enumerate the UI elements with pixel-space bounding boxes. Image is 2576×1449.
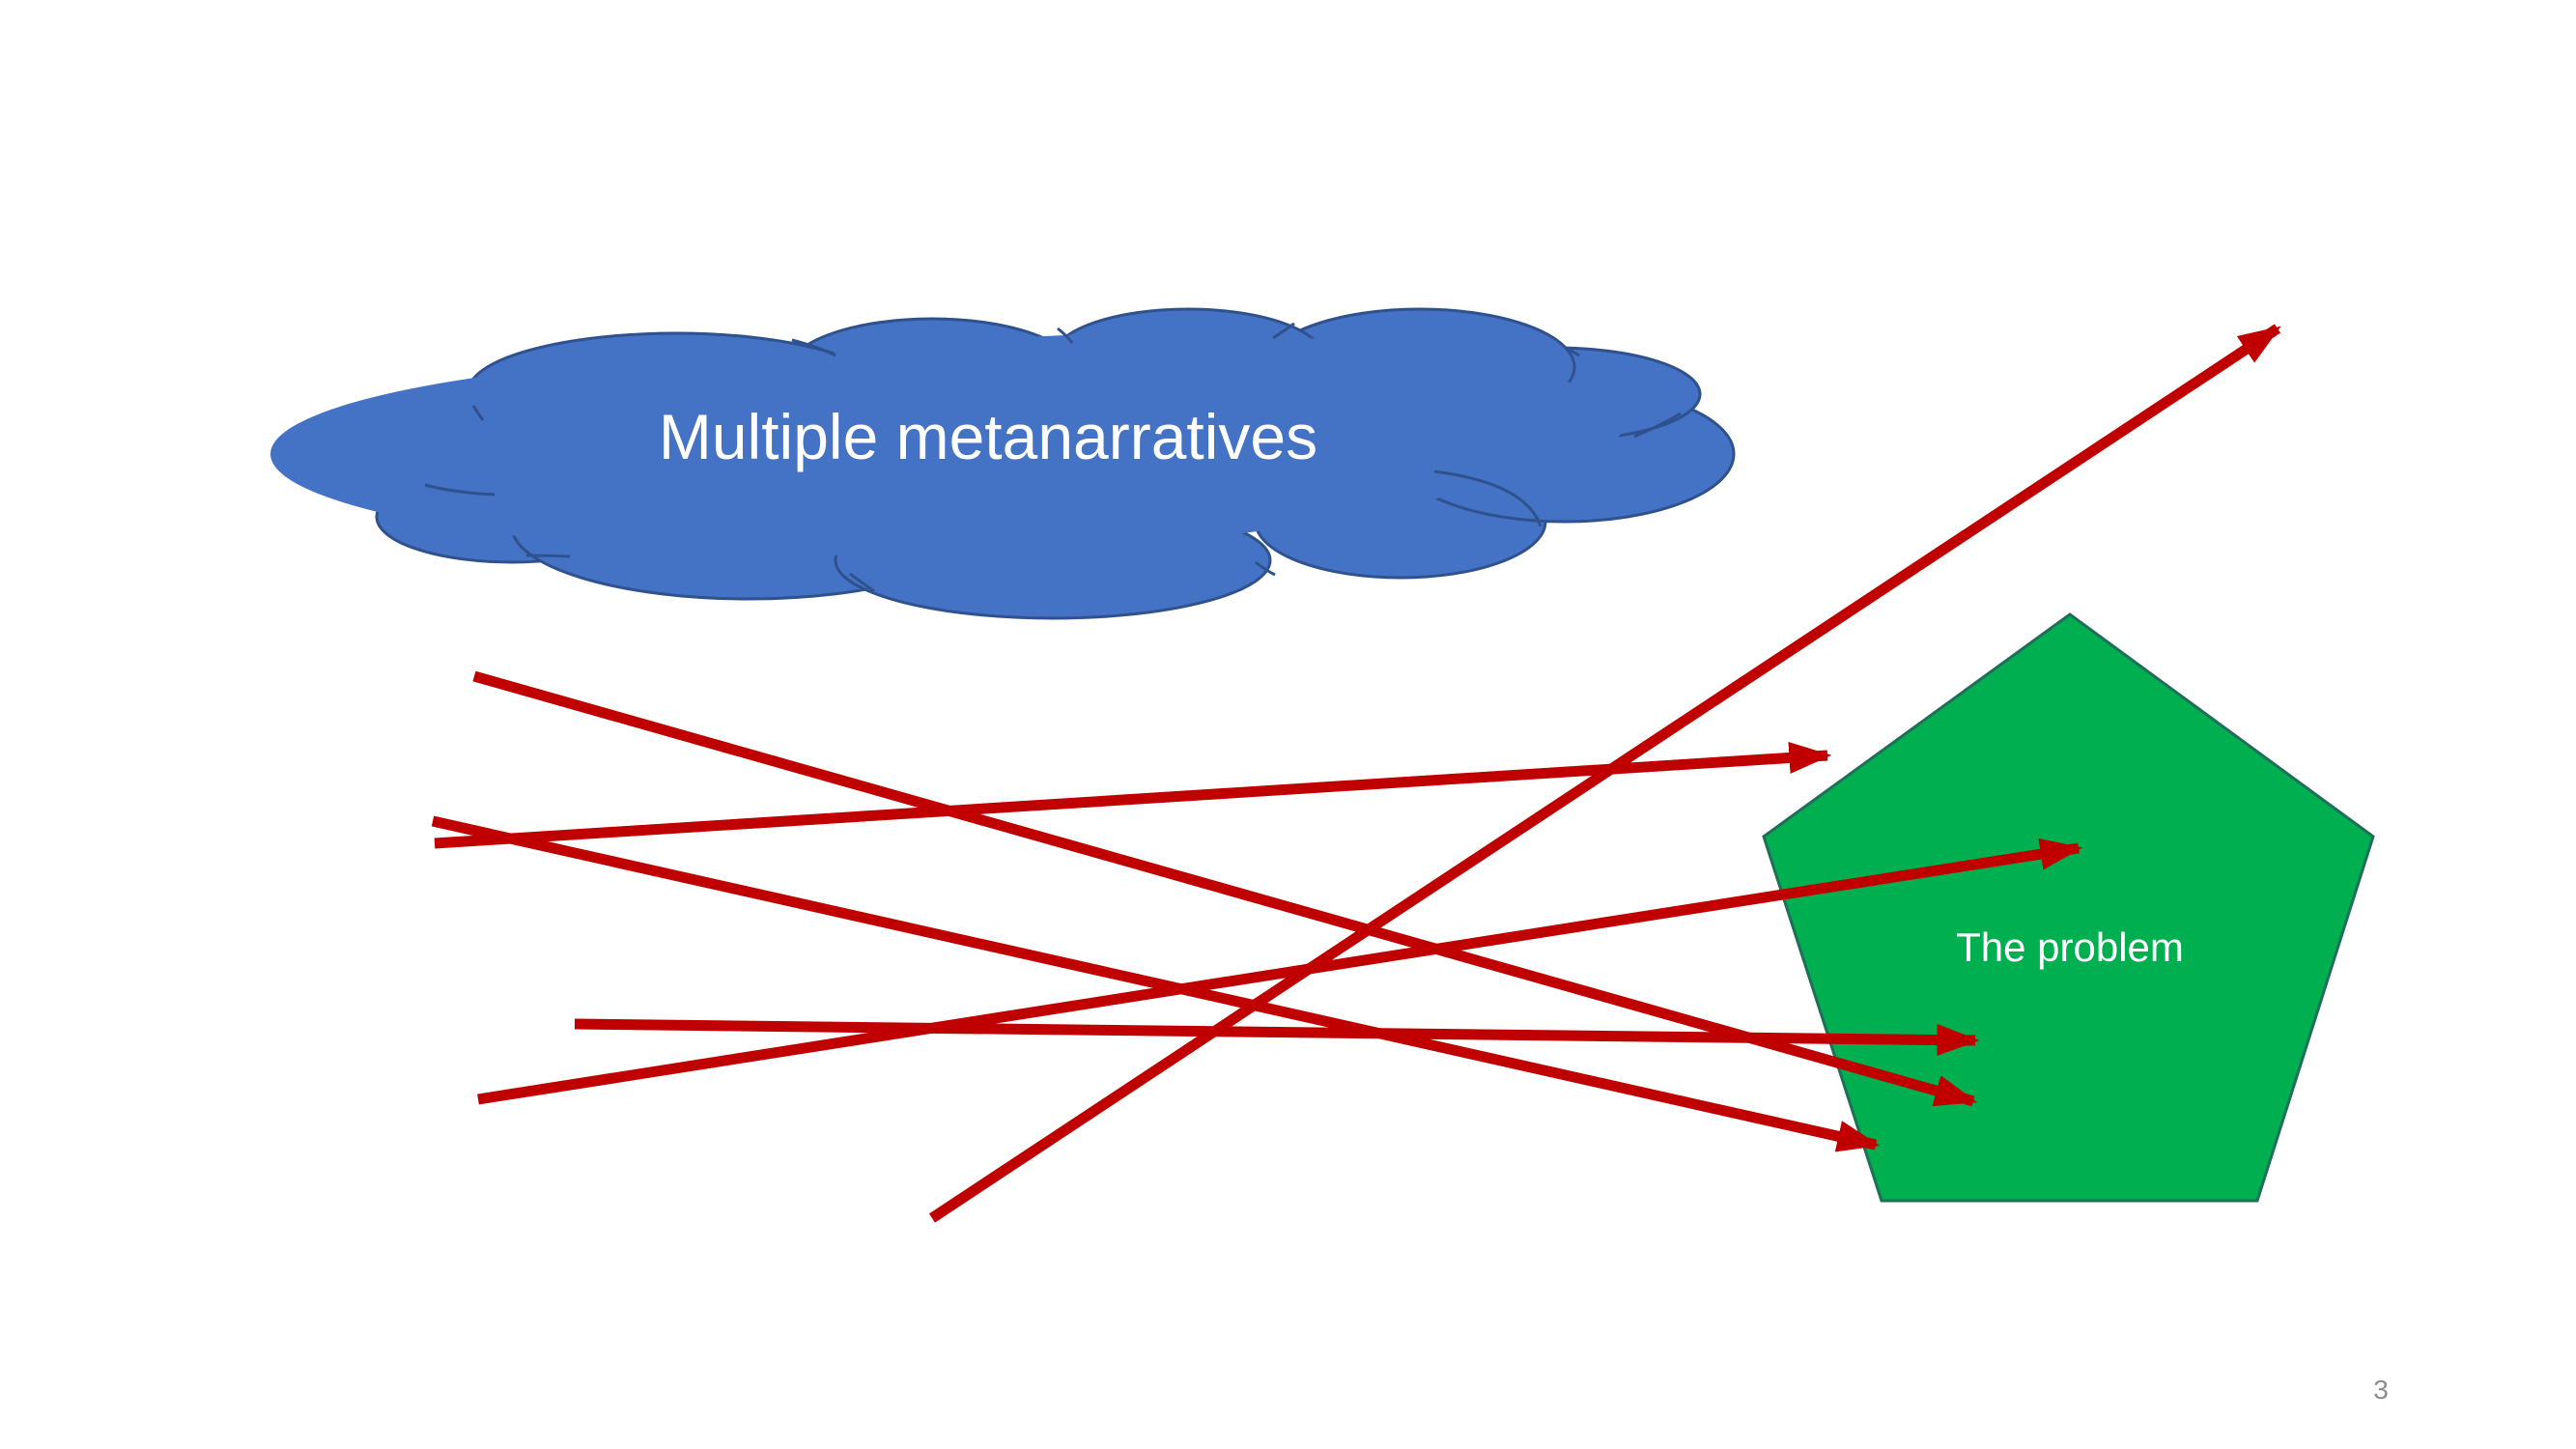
metanarratives-cloud: Multiple metanarratives: [270, 307, 1736, 620]
cloud-label: Multiple metanarratives: [659, 401, 1317, 472]
arrow-4: [477, 838, 2083, 1105]
arrow-5: [574, 1018, 1980, 1057]
arrow-1: [434, 742, 1832, 849]
arrows-group: [431, 324, 2281, 1223]
page-number: 3: [2373, 1375, 2389, 1405]
problem-pentagon: The problem: [1762, 612, 2375, 1203]
arrow-3: [431, 815, 1881, 1152]
arrow-6: [928, 324, 2281, 1223]
pentagon-label: The problem: [1956, 924, 2184, 970]
arrow-2: [472, 670, 1978, 1107]
